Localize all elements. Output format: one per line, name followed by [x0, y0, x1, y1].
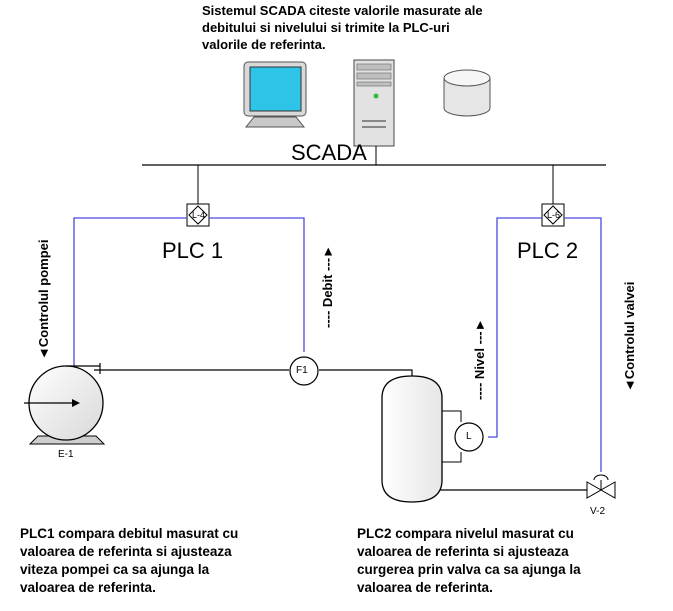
pump-e1 [24, 363, 106, 445]
monitor-icon [243, 61, 307, 128]
flow-signal-label: ---- Debit ---► [320, 245, 335, 328]
note-right-line-3: curgerea prin valva ca sa ajunga la [357, 562, 581, 577]
header-note-line-2: debitului si nivelului si trimite la PLC… [202, 20, 450, 35]
plc2-tag: L-6 [547, 210, 561, 220]
level-instrument-label: L [466, 431, 472, 442]
plc1-symbol [186, 203, 210, 227]
level-instrument [454, 422, 484, 452]
plc2-symbol [541, 203, 565, 227]
note-left-line-4: valoarea de referinta. [20, 580, 156, 595]
plc2-label: PLC 2 [517, 238, 579, 263]
arrow-right-icon: ► [320, 245, 335, 258]
pump-tag: E-1 [58, 449, 74, 460]
plc2-valve-signal-line [564, 217, 602, 472]
header-note-line-1: Sistemul SCADA citeste valorile masurate… [202, 3, 483, 18]
arrow-left-icon: ◄ [36, 347, 51, 360]
arrow-left-icon: ◄ [622, 379, 637, 392]
valve-tag: V-2 [590, 506, 606, 517]
valve-control-label: ◄Controlul valvei [622, 281, 637, 392]
tank-inlet-pipe [319, 369, 413, 378]
level-signal-label: ---- Nivel ---► [472, 318, 487, 400]
server-icon [353, 59, 395, 147]
storage-tank [381, 375, 443, 503]
plc1-label: PLC 1 [162, 238, 224, 263]
plc2-level-signal-line [488, 217, 542, 438]
note-right-line-2: valoarea de referinta si ajusteaza [357, 544, 569, 559]
flow-instrument-label: F1 [296, 365, 308, 376]
note-right-line-1: PLC2 compara nivelul masurat cu [357, 526, 574, 541]
flow-instrument-f1 [289, 356, 319, 386]
database-icon [443, 69, 491, 117]
valve-v2 [586, 474, 616, 499]
scada-label: SCADA [291, 140, 367, 165]
note-left-line-2: valoarea de referinta si ajusteaza [20, 544, 232, 559]
header-note-line-3: valorile de referinta. [202, 37, 326, 52]
arrow-right-icon: ► [472, 318, 487, 332]
plc1-tag: L-4 [192, 210, 206, 220]
note-left-line-1: PLC1 compara debitul masurat cu [20, 526, 239, 541]
plc1-flow-signal-line [209, 217, 305, 352]
note-right-line-4: valoarea de referinta. [357, 580, 493, 595]
plc1-pump-signal-line [73, 217, 187, 370]
pump-control-label: ◄Controlul pompei [36, 239, 51, 360]
note-left-line-3: viteza pompei ca sa ajunga la [20, 562, 210, 577]
